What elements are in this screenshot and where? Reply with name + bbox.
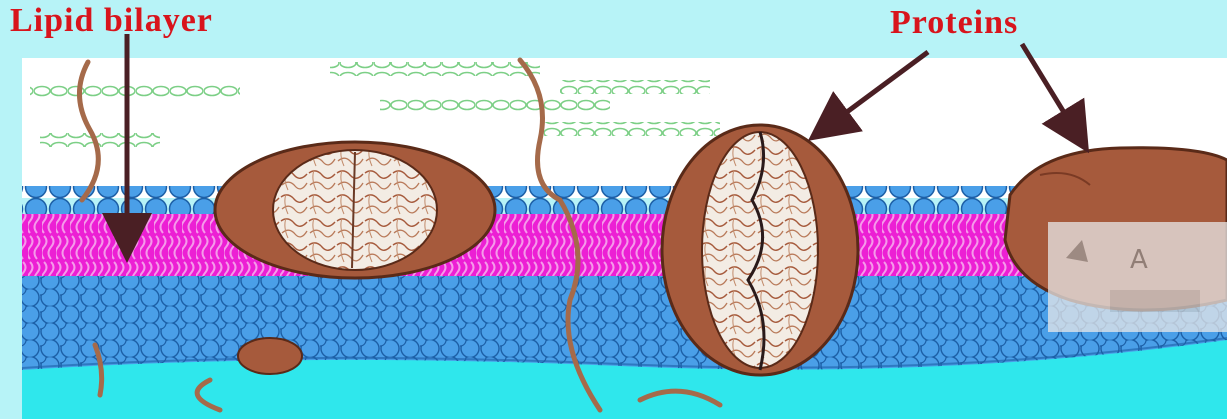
lipid-bilayer-label: Lipid bilayer (10, 4, 213, 38)
transmembrane-protein-2 (662, 125, 858, 375)
translator-badge-icon: A (1048, 222, 1227, 332)
transmembrane-protein-1 (215, 142, 495, 278)
small-peripheral-protein (238, 338, 302, 374)
proteins-label: Proteins (890, 6, 1018, 40)
svg-text:A: A (1130, 245, 1148, 275)
